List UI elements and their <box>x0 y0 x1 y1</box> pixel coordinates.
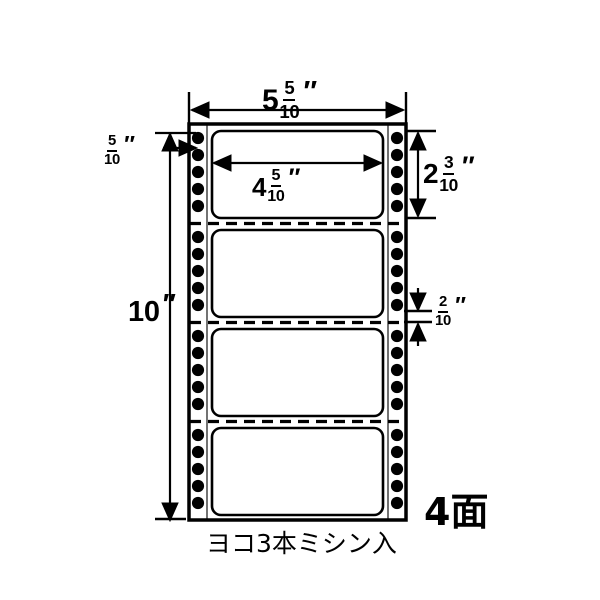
label-gap-fraction: 2 10 <box>434 294 452 330</box>
dimension-left-margin <box>155 131 199 200</box>
feed-hole-left <box>191 298 205 312</box>
label-gap-unit: ″ <box>455 292 466 319</box>
overall-width-numerator: 5 <box>283 78 296 101</box>
label-height-fraction: 3 10 <box>438 153 459 195</box>
label-width-numerator: 5 <box>270 167 282 188</box>
label-panel-1 <box>210 129 385 220</box>
feed-hole-right <box>390 445 404 459</box>
label-height-numerator: 3 <box>442 153 455 175</box>
label-gap-numerator: 2 <box>438 294 449 314</box>
feed-hole-right <box>390 148 404 162</box>
label-height-unit: ″ <box>462 150 475 181</box>
feed-hole-left <box>191 148 205 162</box>
left-margin-fraction: 5 10 <box>103 133 121 169</box>
feed-hole-right <box>390 397 404 411</box>
feed-hole-left <box>191 264 205 278</box>
feed-hole-right <box>390 182 404 196</box>
feed-hole-right <box>390 230 404 244</box>
feed-hole-left <box>191 445 205 459</box>
feed-hole-left <box>191 329 205 343</box>
left-margin-unit: ″ <box>124 131 135 158</box>
feed-hole-left <box>191 479 205 493</box>
dimension-label-gap <box>404 288 432 346</box>
feed-hole-right <box>390 428 404 442</box>
feed-hole-right <box>390 462 404 476</box>
dimension-text-overall-height: 10 ″ <box>128 290 176 328</box>
feed-hole-right <box>390 496 404 510</box>
overall-width-denominator: 10 <box>279 100 300 122</box>
overall-width-fraction: 5 10 <box>278 78 300 121</box>
label-width-fraction: 5 10 <box>266 167 285 205</box>
feed-hole-right <box>390 363 404 377</box>
label-panel-3 <box>210 327 385 418</box>
label-count-badge: 4面 <box>424 490 489 534</box>
dimension-text-overall-width: 5 5 10 ″ <box>262 75 317 122</box>
label-panel-4 <box>210 426 385 517</box>
feed-hole-right <box>390 298 404 312</box>
label-gap-denominator: 10 <box>435 313 452 330</box>
feed-hole-right <box>390 479 404 493</box>
label-height-whole: 2 <box>423 158 439 190</box>
label-panel-2 <box>210 228 385 319</box>
feed-hole-right <box>390 264 404 278</box>
label-panels <box>210 129 385 517</box>
overall-width-whole: 5 <box>262 83 279 117</box>
dimension-overall-height <box>155 200 186 523</box>
feed-hole-left <box>191 247 205 261</box>
feed-hole-left <box>191 199 205 213</box>
feed-hole-right <box>390 131 404 145</box>
feed-hole-right <box>390 199 404 213</box>
left-margin-denominator: 10 <box>104 152 121 169</box>
feed-hole-left <box>191 462 205 476</box>
dimension-label-height <box>406 129 436 220</box>
feed-hole-left <box>191 165 205 179</box>
feed-hole-left <box>191 182 205 196</box>
feed-hole-left <box>191 363 205 377</box>
left-margin-numerator: 5 <box>107 133 118 153</box>
feed-hole-left <box>191 346 205 360</box>
feed-hole-left <box>191 230 205 244</box>
perforation-caption: ヨコ3本ミシン入 <box>206 529 397 558</box>
feed-hole-right <box>390 247 404 261</box>
overall-width-unit: ″ <box>303 75 317 108</box>
feed-hole-right <box>390 346 404 360</box>
dimension-text-label-gap: 2 10 ″ <box>434 292 466 330</box>
label-height-denominator: 10 <box>439 174 459 195</box>
feed-hole-right <box>390 380 404 394</box>
feed-hole-left <box>191 397 205 411</box>
feed-hole-right <box>390 165 404 179</box>
dimension-text-label-height: 2 3 10 ″ <box>423 150 475 195</box>
tractor-feed-holes <box>191 131 404 510</box>
dimension-text-left-margin: 5 10 ″ <box>103 131 135 169</box>
feed-hole-right <box>390 329 404 343</box>
feed-hole-left <box>191 428 205 442</box>
feed-hole-left <box>191 496 205 510</box>
dimension-text-label-width: 4 5 10 ″ <box>252 165 301 206</box>
feed-hole-right <box>390 281 404 295</box>
overall-height-whole: 10 <box>128 296 160 328</box>
label-width-denominator: 10 <box>267 187 285 206</box>
label-width-unit: ″ <box>288 165 301 193</box>
dimension-overall-width <box>187 92 408 128</box>
feed-hole-left <box>191 380 205 394</box>
label-width-whole: 4 <box>252 171 267 202</box>
feed-hole-left <box>191 281 205 295</box>
overall-height-unit: ″ <box>162 288 176 320</box>
